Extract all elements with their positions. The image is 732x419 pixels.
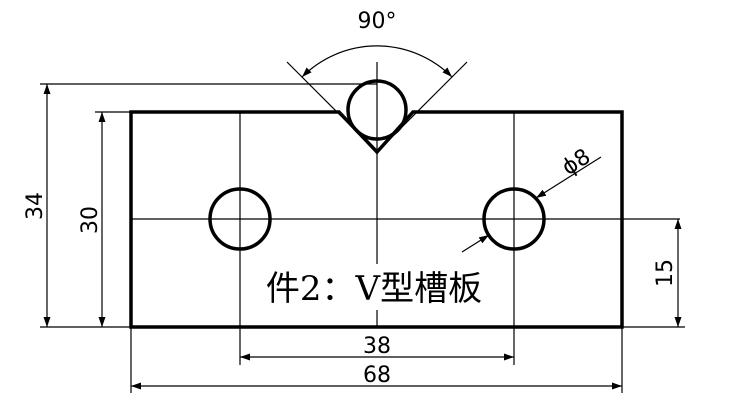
hole-diameter-label: ϕ8	[558, 144, 596, 180]
left-hole	[208, 187, 272, 251]
hole-height-label: 15	[653, 259, 678, 287]
hole-diameter-leader	[535, 156, 602, 199]
overall-height-label: 34	[23, 192, 48, 220]
hole-spacing-label: 38	[363, 334, 391, 359]
angle-dimension-label: 90°	[358, 9, 397, 34]
plate-outline	[129, 110, 624, 329]
hole-diameter-leader-inner	[461, 234, 490, 253]
title-background	[255, 264, 500, 310]
angle-extension-right	[376, 61, 468, 153]
gauge-pin-circle	[346, 79, 408, 141]
overall-width-label: 68	[363, 363, 391, 388]
part-title: 件2：V型槽板	[266, 269, 482, 309]
right-hole	[482, 187, 546, 251]
plate-height-label: 30	[78, 206, 103, 234]
angle-dimension-arc	[301, 45, 453, 78]
angle-extension-left	[286, 61, 378, 153]
